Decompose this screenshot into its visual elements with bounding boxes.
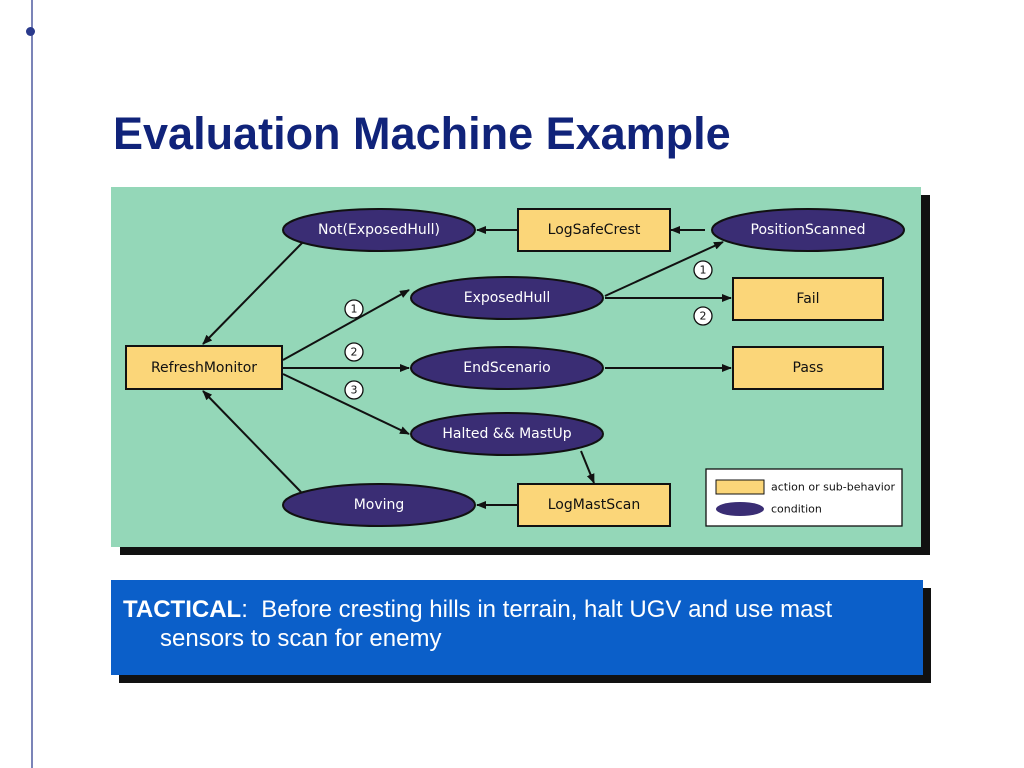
badge-circle-refresh-to-end <box>344 342 364 362</box>
node-label-log-safe-crest: LogSafeCrest <box>548 222 641 238</box>
action-log-safe-crest: LogSafeCrest <box>517 208 671 252</box>
callout-text-block: TACTICAL: Before cresting hills in terra… <box>123 595 903 653</box>
slide-title: Evaluation Machine Example <box>113 108 731 159</box>
slide-rail-line <box>31 0 33 768</box>
badge-refresh-to-end: 2 <box>351 346 358 359</box>
node-label-pass: Pass <box>793 360 824 376</box>
edge-refreshmonitor-to-halted <box>282 373 410 435</box>
callout-separator: : <box>241 596 248 623</box>
condition-position-scanned: PositionScanned <box>711 208 905 252</box>
badge-circle-exposed-to-position <box>693 260 713 280</box>
node-label-position-scanned: PositionScanned <box>751 222 866 238</box>
action-refresh-monitor: RefreshMonitor <box>125 345 283 390</box>
node-label-refresh-monitor: RefreshMonitor <box>151 360 257 376</box>
callout-body: Before cresting hills in terrain, halt U… <box>160 596 833 652</box>
condition-exposed-hull: ExposedHull <box>410 276 604 320</box>
condition-end-scenario: EndScenario <box>410 346 604 390</box>
badge-circle-refresh-to-exposed <box>344 299 364 319</box>
badge-circle-refresh-to-halted <box>344 380 364 400</box>
edge-halted-to-logmastscan <box>580 450 595 484</box>
slide-rail-bullet <box>26 27 35 36</box>
node-label-fail: Fail <box>796 291 819 307</box>
tactical-callout: TACTICAL: Before cresting hills in terra… <box>111 580 923 675</box>
legend-condition-swatch <box>716 502 764 516</box>
condition-not-exposed-hull: Not(ExposedHull) <box>282 208 476 252</box>
node-label-not-exposed-hull: Not(ExposedHull) <box>318 222 440 238</box>
node-label-halted-mast-up: Halted && MastUp <box>442 426 571 442</box>
condition-halted-mast-up: Halted && MastUp <box>410 412 604 456</box>
edge-exposedhull-to-positionscanned <box>604 241 724 297</box>
legend-action-swatch <box>715 479 765 495</box>
node-label-log-mast-scan: LogMastScan <box>548 497 640 513</box>
edge-notexposedhull-to-refreshmonitor <box>202 241 304 345</box>
state-machine-diagram: Not(ExposedHull) PositionScanned Exposed… <box>125 208 905 527</box>
legend-action-label: action or sub-behavior <box>771 481 896 494</box>
badge-refresh-to-exposed: 1 <box>351 303 358 316</box>
badge-exposed-to-position: 1 <box>700 264 707 277</box>
node-label-end-scenario: EndScenario <box>463 360 550 376</box>
legend-condition-label: condition <box>771 503 822 516</box>
edge-moving-to-refreshmonitor <box>202 390 302 493</box>
callout-label: TACTICAL <box>123 596 242 623</box>
action-pass: Pass <box>732 346 884 390</box>
badge-exposed-to-fail: 2 <box>700 310 707 323</box>
badge-refresh-to-halted: 3 <box>351 384 358 397</box>
node-label-exposed-hull: ExposedHull <box>464 290 551 306</box>
legend: action or sub-behavior condition <box>705 468 903 527</box>
node-label-moving: Moving <box>354 497 405 513</box>
action-fail: Fail <box>732 277 884 321</box>
badge-circle-exposed-to-fail <box>693 306 713 326</box>
edge-refreshmonitor-to-exposedhull <box>282 289 410 361</box>
action-log-mast-scan: LogMastScan <box>517 483 671 527</box>
condition-moving: Moving <box>282 483 476 527</box>
